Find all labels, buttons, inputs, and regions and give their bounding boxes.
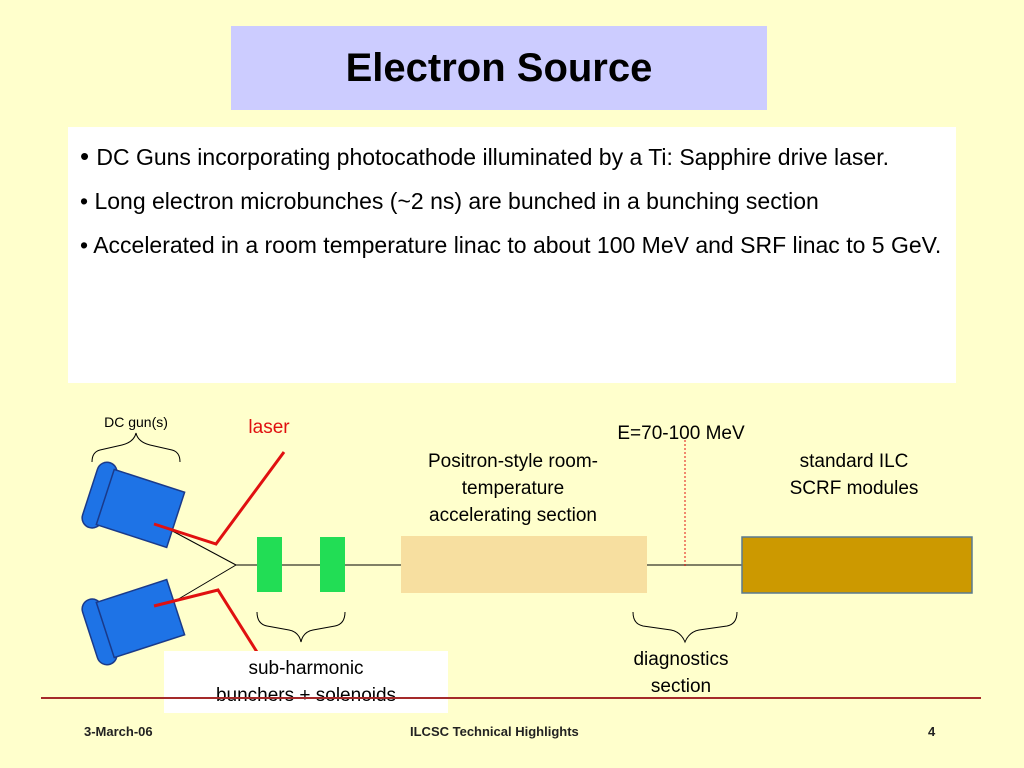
accel-label-line: accelerating section [429, 505, 597, 526]
bullet-text: DC Guns incorporating photocathode illum… [96, 144, 889, 170]
title-box: Electron Source [231, 26, 767, 110]
bunchers-label-box: sub-harmonic bunchers + solenoids [164, 651, 448, 713]
bunchers-label: sub-harmonic bunchers + solenoids [164, 655, 448, 709]
bullet-item: • DC Guns incorporating photocathode ill… [80, 139, 944, 174]
scrf-label: standard ILC SCRF modules [766, 448, 942, 502]
bullet-item: • Accelerated in a room temperature lina… [80, 228, 944, 262]
scrf-label-line: SCRF modules [789, 478, 919, 499]
rt-accelerator [401, 536, 647, 593]
gun-body [95, 578, 186, 659]
footer-title: ILCSC Technical Highlights [410, 724, 579, 739]
footer-date: 3-March-06 [84, 724, 153, 739]
bunchers-label-line: sub-harmonic [248, 658, 364, 679]
laser-path-upper [153, 451, 286, 546]
bullet-dot: • [80, 188, 95, 214]
scrf-modules [741, 536, 973, 594]
diagnostics-label-line: section [650, 676, 712, 697]
bunchers-label-line: bunchers + solenoids [215, 685, 397, 706]
bullet-dot: • [80, 141, 97, 171]
diagnostics-label-line: diagnostics [633, 649, 729, 670]
bullet-list: • DC Guns incorporating photocathode ill… [68, 127, 956, 383]
dc-gun-upper [81, 461, 186, 549]
energy-label: E=70-100 MeV [617, 423, 745, 444]
gun-brace [91, 432, 181, 463]
slide-title: Electron Source [345, 45, 653, 90]
accel-label-line: temperature [461, 478, 565, 499]
buncher-1 [257, 537, 282, 592]
laser-path-lower [153, 588, 264, 661]
bullet-dot: • [80, 232, 94, 258]
bullet-text: Accelerated in a room temperature linac … [93, 232, 942, 258]
diagnostics-brace [632, 611, 738, 644]
diagnostics-label: diagnostics section [606, 646, 756, 700]
gun-beam-upper [164, 526, 237, 566]
dc-gun-lower [81, 578, 186, 666]
bullet-text: Long electron microbunches (~2 ns) are b… [94, 188, 819, 214]
accel-label-line: Positron-style room- [428, 451, 598, 472]
bullet-item: • Long electron microbunches (~2 ns) are… [80, 184, 944, 218]
footer-page-number: 4 [928, 724, 936, 739]
footer-divider [41, 697, 981, 699]
buncher-2 [320, 537, 345, 592]
buncher-brace [256, 611, 346, 643]
scrf-label-line: standard ILC [799, 451, 909, 472]
dc-gun-label: DC gun(s) [104, 414, 168, 430]
accel-label: Positron-style room- temperature acceler… [396, 448, 630, 529]
laser-label: laser [248, 417, 290, 438]
